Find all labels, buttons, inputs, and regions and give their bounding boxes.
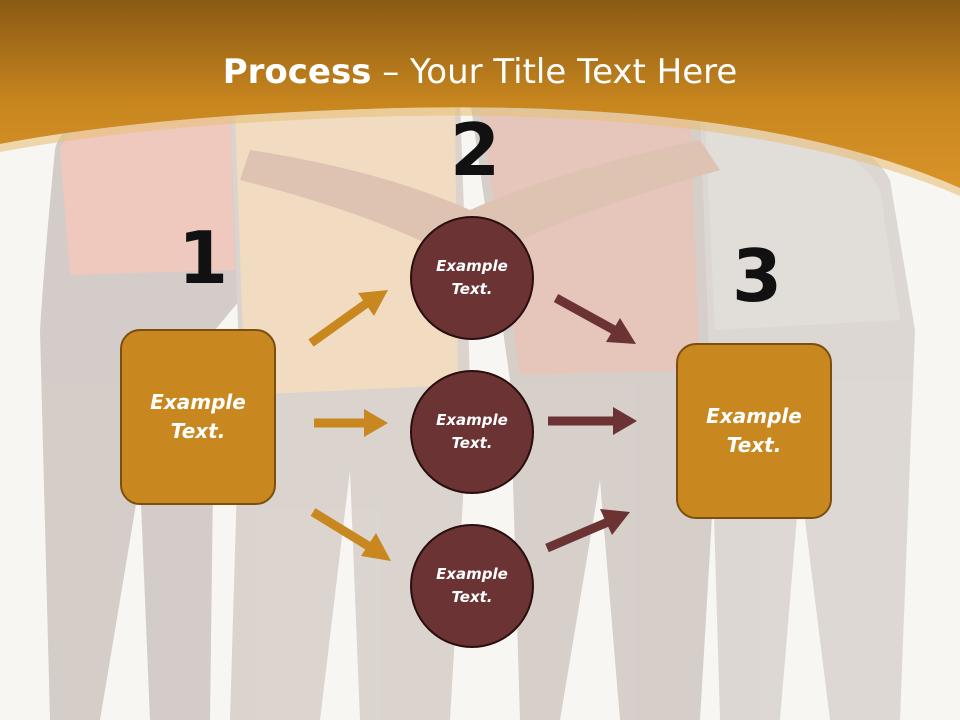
step-number-2: 2 <box>450 108 501 192</box>
step-number-1: 1 <box>178 216 229 300</box>
circle-middle-text: Example Text. <box>436 411 508 452</box>
arrow-from-circle-top <box>553 294 636 344</box>
circle-bottom-text: Example Text. <box>436 565 508 606</box>
arrow-from-circle-bottom <box>545 509 630 553</box>
circle-top: Example Text. <box>410 216 534 340</box>
step-number-3: 3 <box>732 234 783 318</box>
arrow-to-circle-top <box>308 290 388 347</box>
step-1-box: Example Text. <box>120 329 276 505</box>
arrow-from-circle-middle <box>548 407 637 435</box>
arrow-to-circle-bottom <box>310 508 391 561</box>
title-bold-text: Process <box>222 52 372 92</box>
circle-middle: Example Text. <box>410 370 534 494</box>
step-3-box: Example Text. <box>676 343 832 519</box>
step-3-text: Example Text. <box>706 404 802 457</box>
circle-bottom: Example Text. <box>410 524 534 648</box>
arrow-to-circle-middle <box>314 409 388 437</box>
circle-top-text: Example Text. <box>436 257 508 298</box>
step-1-text: Example Text. <box>150 390 246 443</box>
slide-title: Process – Your Title Text Here <box>0 52 960 92</box>
title-rest-text: – Your Title Text Here <box>371 52 738 92</box>
